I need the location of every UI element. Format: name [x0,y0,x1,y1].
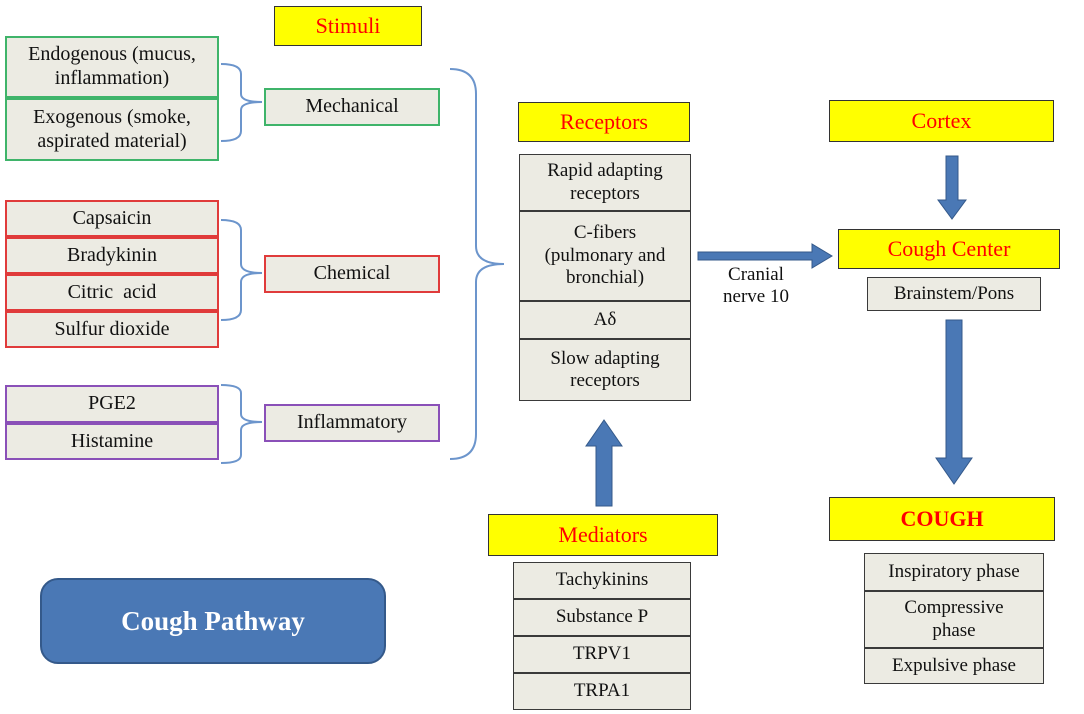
brainstem-pons-box: Brainstem/Pons [867,277,1041,311]
cough-center-header: Cough Center [838,229,1060,269]
exogenous-box: Exogenous (smoke, aspirated material) [5,98,219,161]
cough-header: COUGH [829,497,1055,541]
stimuli-header: Stimuli [274,6,422,46]
trpv1-box: TRPV1 [513,636,691,673]
stimuli-bracket [449,68,505,460]
mechanical-bracket [220,63,263,142]
arrow-cough-center-to-cough [935,319,973,485]
citric-acid-box: Citric acid [5,274,219,311]
chemical-bracket [220,219,263,321]
receptors-header: Receptors [518,102,690,142]
arrow-receptors-to-cough-center [697,243,833,269]
inflammatory-box: Inflammatory [264,404,440,442]
slow-adapting-receptors-box: Slow adapting receptors [519,339,691,401]
a-delta-box: Aδ [519,301,691,339]
bradykinin-box: Bradykinin [5,237,219,274]
inflammatory-bracket [220,384,263,464]
sulfur-dioxide-box: Sulfur dioxide [5,311,219,348]
substance-p-box: Substance P [513,599,691,636]
arrow-cortex-to-cough-center [937,155,967,220]
trpa1-box: TRPA1 [513,673,691,710]
compressive-phase-box: Compressive phase [864,591,1044,648]
mechanical-box: Mechanical [264,88,440,126]
inspiratory-phase-box: Inspiratory phase [864,553,1044,591]
capsaicin-box: Capsaicin [5,200,219,237]
cough-pathway-label: Cough Pathway [40,578,386,664]
endogenous-box: Endogenous (mucus, inflammation) [5,36,219,98]
histamine-box: Histamine [5,423,219,460]
rapid-adapting-receptors-box: Rapid adapting receptors [519,154,691,211]
pge2-box: PGE2 [5,385,219,423]
cranial-nerve-label: Cranial nerve 10 [723,264,789,307]
tachykinins-box: Tachykinins [513,562,691,599]
arrow-mediators-to-receptors [585,419,623,507]
expulsive-phase-box: Expulsive phase [864,648,1044,684]
c-fibers-box: C-fibers (pulmonary and bronchial) [519,211,691,301]
mediators-header: Mediators [488,514,718,556]
chemical-box: Chemical [264,255,440,293]
cortex-header: Cortex [829,100,1054,142]
